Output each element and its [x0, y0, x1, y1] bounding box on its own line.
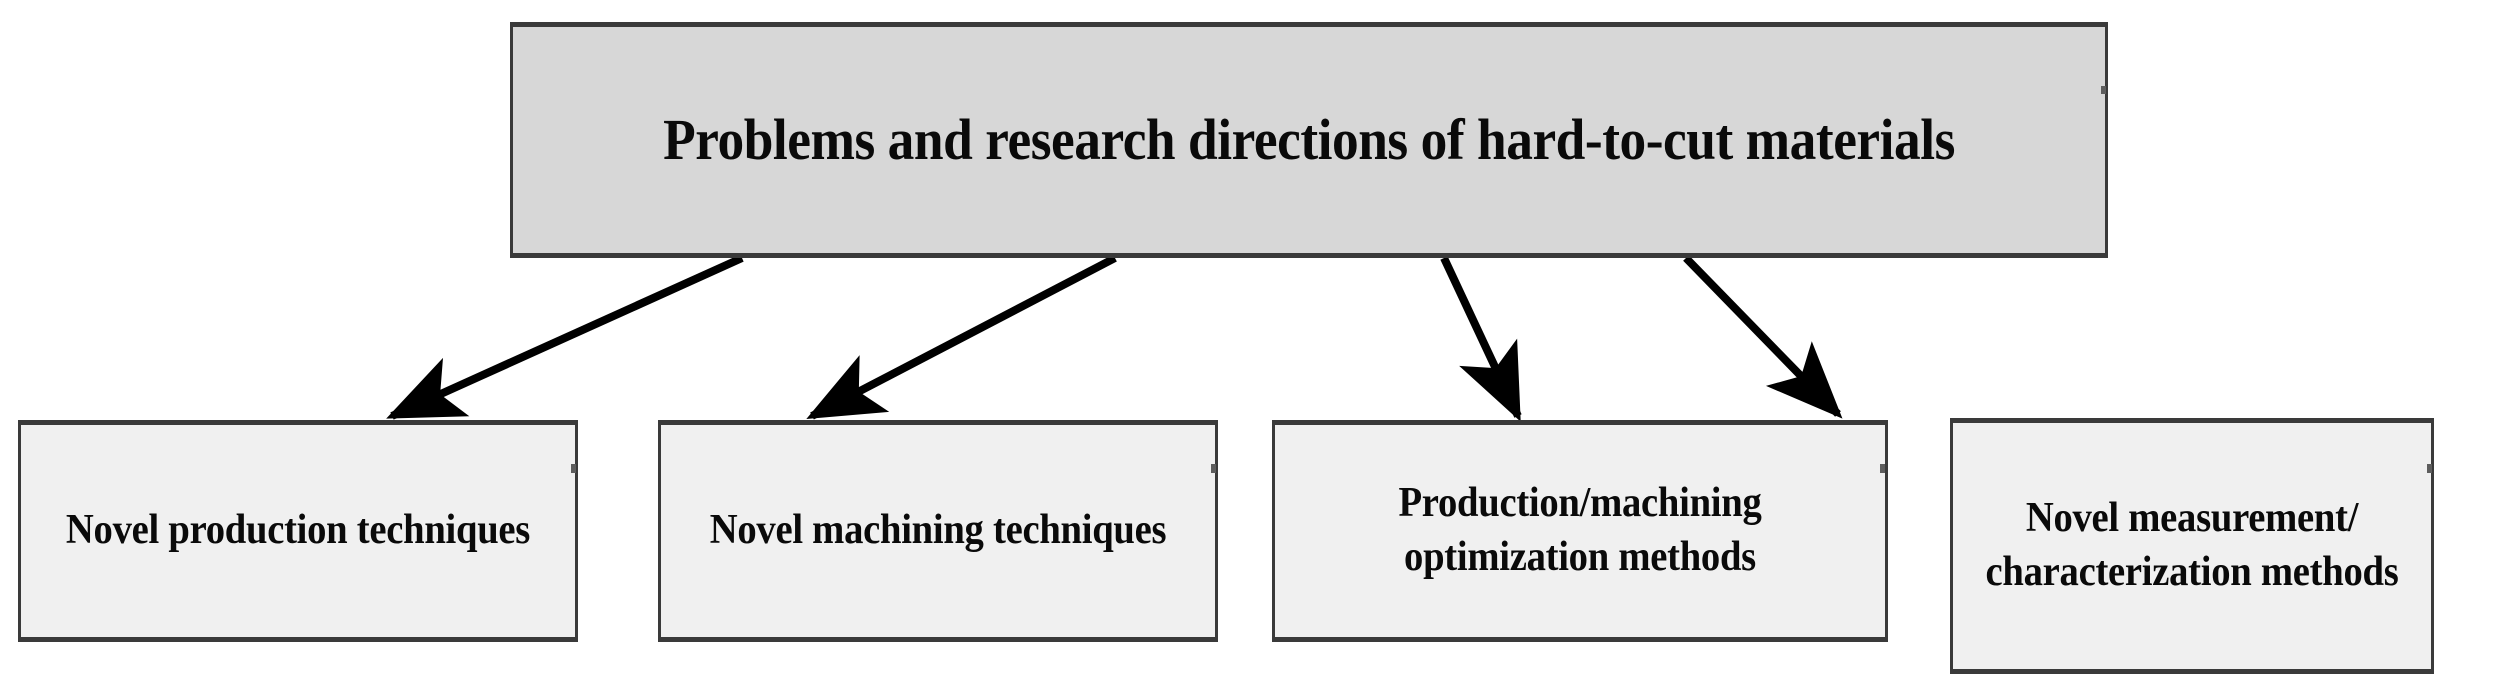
- scan-artifact-speck: [2427, 464, 2432, 473]
- scan-artifact-speck: [571, 464, 576, 473]
- scan-artifact-speck: [1211, 464, 1216, 473]
- node-novel-measurement-characterization-methods[interactable]: Novel measurement/ characterization meth…: [1950, 418, 2434, 674]
- node-novel-machining-techniques[interactable]: Novel machining techniques: [658, 420, 1218, 642]
- node-novel-machining-techniques-label: Novel machining techniques: [709, 507, 1167, 554]
- scan-artifact-speck: [1880, 464, 1885, 473]
- node-production-machining-optimization-methods[interactable]: Production/machining optimization method…: [1272, 420, 1888, 642]
- node-root[interactable]: Problems and research directions of hard…: [510, 22, 2108, 258]
- connector-root-to-novel-production-techniques: [386, 254, 744, 420]
- connector-root-to-production-machining-optimization-methods: [1440, 256, 1522, 422]
- node-root-label: Problems and research directions of hard…: [663, 106, 1955, 172]
- connector-root-to-novel-measurement-characterization-methods: [1683, 255, 1843, 419]
- connector-root-to-novel-machining-techniques: [806, 254, 1117, 420]
- node-novel-production-techniques[interactable]: Novel production techniques: [18, 420, 578, 642]
- scan-artifact-speck: [2101, 86, 2106, 94]
- node-novel-production-techniques-label: Novel production techniques: [65, 507, 531, 554]
- node-production-machining-optimization-methods-label: Production/machining optimization method…: [1398, 480, 1762, 580]
- node-novel-measurement-characterization-methods-label: Novel measurement/ characterization meth…: [1985, 495, 2399, 595]
